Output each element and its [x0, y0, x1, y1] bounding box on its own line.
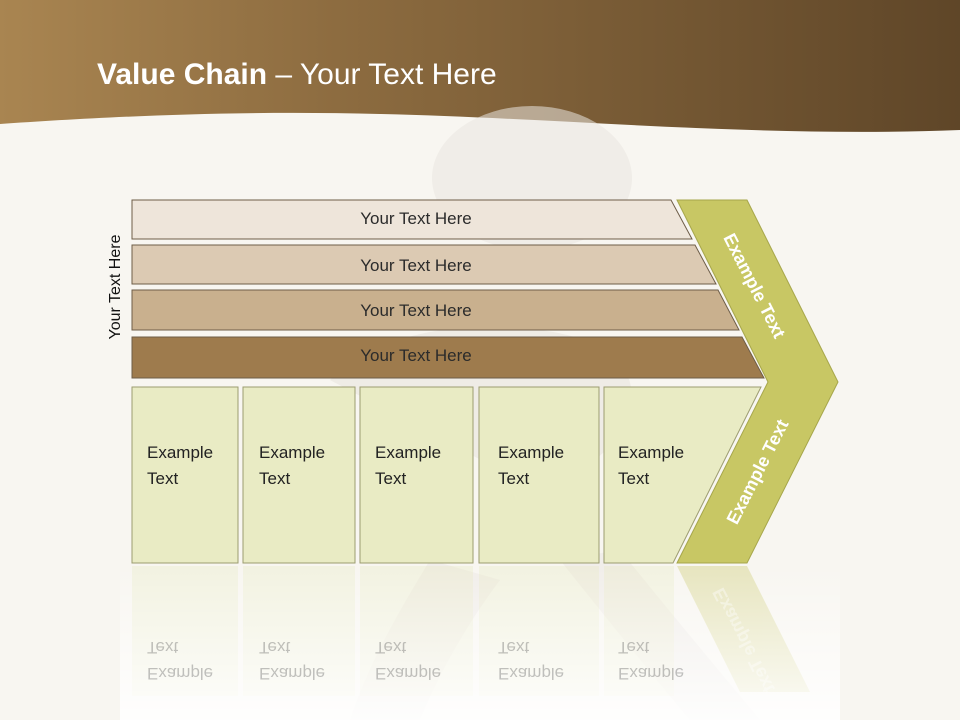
box-shape-3 — [359, 386, 474, 564]
row-shapes — [131, 199, 765, 379]
box-shapes — [131, 386, 762, 564]
row-shape-2 — [131, 244, 717, 285]
box-shape-5 — [603, 386, 762, 564]
box-text-4: Example Text — [498, 440, 588, 492]
row-label-2: Your Text Here — [360, 256, 472, 275]
reflection-2-line-1: Example — [259, 664, 326, 683]
reflection-5-line-1: Example — [618, 664, 685, 683]
reflection-text-1: Example Text — [147, 634, 237, 686]
reflection-1-line-1: Example — [147, 664, 214, 683]
reflection-5-line-2: Text — [618, 638, 650, 657]
margin-chevron — [676, 199, 839, 564]
box-4-line-1: Example — [498, 443, 565, 462]
reflection-text-5: Example Text — [618, 634, 708, 686]
box-shape-4 — [478, 386, 600, 564]
reflection-4-line-2: Text — [498, 638, 530, 657]
reflection-fade — [120, 566, 840, 720]
row-label-1: Your Text Here — [360, 209, 472, 228]
title-rest: – Your Text Here — [267, 58, 497, 91]
box-text-5: Example Text — [618, 440, 708, 492]
row-shape-3 — [131, 289, 740, 331]
box-1-line-2: Text — [147, 469, 179, 488]
reflection-4-line-1: Example — [498, 664, 565, 683]
row-shape-4 — [131, 336, 765, 379]
box-3-line-2: Text — [375, 469, 407, 488]
box-text-3: Example Text — [375, 440, 465, 492]
box-text-2: Example Text — [259, 440, 349, 492]
reflection-text-4: Example Text — [498, 634, 588, 686]
box-5-line-1: Example — [618, 443, 685, 462]
box-3-line-1: Example — [375, 443, 442, 462]
box-shape-1 — [131, 386, 239, 564]
box-5-line-2: Text — [618, 469, 650, 488]
reflection-3-line-2: Text — [375, 638, 407, 657]
header-band — [0, 0, 960, 132]
box-shape-2 — [242, 386, 356, 564]
side-label: Your Text Here — [107, 234, 124, 340]
box-4-line-2: Text — [498, 469, 530, 488]
box-1-line-1: Example — [147, 443, 214, 462]
row-label-4: Your Text Here — [360, 346, 472, 365]
reflection-text-2: Example Text — [259, 634, 349, 686]
slide-title: Value Chain – Your Text Here — [97, 55, 497, 95]
reflection-1-line-2: Text — [147, 638, 179, 657]
reflection-text-3: Example Text — [375, 634, 465, 686]
reflection-3-line-1: Example — [375, 664, 442, 683]
title-bold: Value Chain — [97, 58, 268, 91]
box-2-line-1: Example — [259, 443, 326, 462]
row-label-3: Your Text Here — [360, 301, 472, 320]
row-shape-1 — [131, 199, 693, 240]
box-text-1: Example Text — [147, 440, 237, 492]
box-2-line-2: Text — [259, 469, 291, 488]
reflection-2-line-2: Text — [259, 638, 291, 657]
